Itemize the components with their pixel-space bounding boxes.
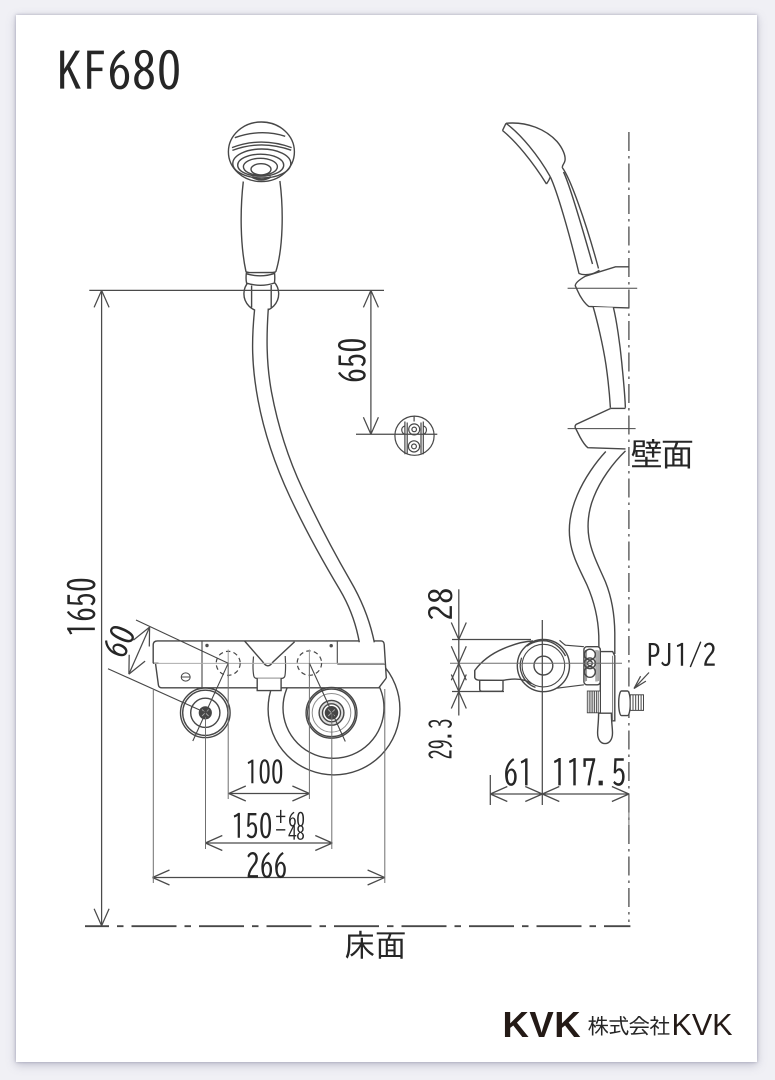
svg-text:KVK: KVK — [503, 1004, 582, 1045]
svg-text:KVK: KVK — [672, 1008, 733, 1042]
